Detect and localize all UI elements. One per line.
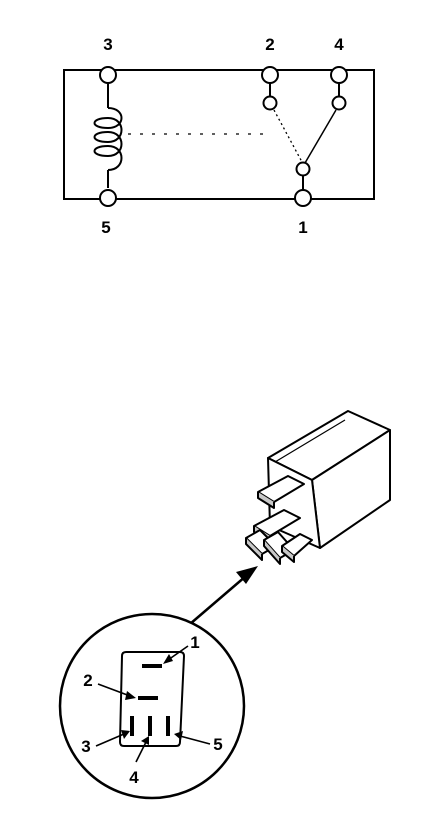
- relay-pin-upper: [257, 475, 305, 503]
- schematic-frame: [63, 69, 375, 200]
- relay-pin-lower-left-edge: [245, 538, 263, 561]
- terminal-label-3: 3: [103, 35, 112, 54]
- pin-label-4: 4: [129, 768, 139, 787]
- terminal-1: [294, 189, 312, 207]
- view-arrow-shaft: [189, 575, 247, 625]
- terminal-2: [261, 66, 279, 84]
- pin-slot-4: [148, 716, 152, 736]
- contact-2-point: [262, 95, 278, 111]
- coil-icon: [93, 107, 123, 171]
- pin-slot-5: [166, 716, 170, 736]
- terminal-4: [330, 66, 348, 84]
- relay-schematic: 3 2 4 5 1: [63, 35, 375, 237]
- pin-label-1: 1: [190, 633, 199, 652]
- leader-2: [97, 683, 131, 697]
- pin-slot-1: [142, 664, 162, 668]
- leader-4-head: [141, 736, 149, 745]
- switch-arm-open: [273, 109, 303, 163]
- leader-3: [95, 733, 125, 747]
- pin-label-3: 3: [81, 737, 90, 756]
- pin-label-5: 5: [213, 735, 222, 754]
- view-arrow: [189, 566, 258, 625]
- pin-slot-3: [130, 716, 134, 736]
- leader-4: [135, 741, 147, 763]
- leader-1: [167, 645, 189, 661]
- terminal-label-2: 2: [265, 35, 274, 54]
- relay-pin-lower-mid-edge: [263, 540, 281, 565]
- terminal-label-1: 1: [298, 218, 307, 237]
- terminal-label-4: 4: [334, 35, 344, 54]
- terminal-5: [99, 189, 117, 207]
- leader-5-head: [174, 731, 183, 740]
- relay-pin-upper-edge: [257, 492, 275, 509]
- contact-1-point: [295, 161, 311, 177]
- relay-pin-lower-right-edge: [281, 546, 295, 563]
- pin-slot-2: [138, 696, 158, 700]
- leader-1-head: [163, 654, 173, 664]
- pin-leaders: [95, 645, 211, 763]
- pin-label-2: 2: [83, 671, 92, 690]
- leader-3-head: [121, 730, 130, 739]
- leader-5: [179, 735, 211, 745]
- relay-body: [245, 410, 391, 565]
- relay-edge-highlight: [274, 419, 346, 463]
- connector-view: 1 2 3 4 5: [58, 612, 246, 800]
- view-arrow-head: [236, 566, 258, 584]
- terminal-3: [99, 66, 117, 84]
- terminal-label-5: 5: [101, 218, 110, 237]
- contact-4-point: [331, 95, 347, 111]
- switch-arm: [304, 109, 337, 164]
- leader-2-head: [125, 691, 136, 700]
